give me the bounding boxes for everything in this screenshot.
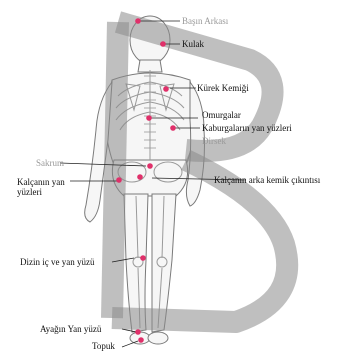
label-kulak: Kulak [182,39,204,49]
label-topuk: Topuk [92,341,115,351]
label-kalca-arka: Kalçanın arka kemik çıkıntısı [214,175,320,185]
label-omurgalar: Omurgalar [202,110,241,120]
label-kaburgalar: Kaburgaların yan yüzleri [202,123,292,133]
label-sakrum: Sakrum [36,158,64,168]
point-kaburgalar [170,125,176,131]
point-sakrum [147,163,153,169]
label-kalca-yan: Kalçanın yan yüzleri [17,177,77,197]
label-dizin-ic: Dizin iç ve yan yüzü [20,257,94,267]
point-dizin-ic [140,255,146,261]
point-kalca-arka [137,174,143,180]
point-topuk [138,337,144,343]
point-omurgalar [146,115,152,121]
label-dirsek: Dirsek [202,136,226,146]
point-kulak [160,41,166,47]
point-ayak-yan [135,329,141,335]
point-basin-arkasi [135,18,141,24]
label-kurek-kemigi: Kürek Kemiği [197,83,249,93]
point-kurek-kemigi [163,86,169,92]
label-basin-arkasi: Başın Arkası [182,16,228,26]
label-ayak-yan: Ayağın Yan yüzü [40,324,101,334]
point-kalca-yan [116,177,122,183]
